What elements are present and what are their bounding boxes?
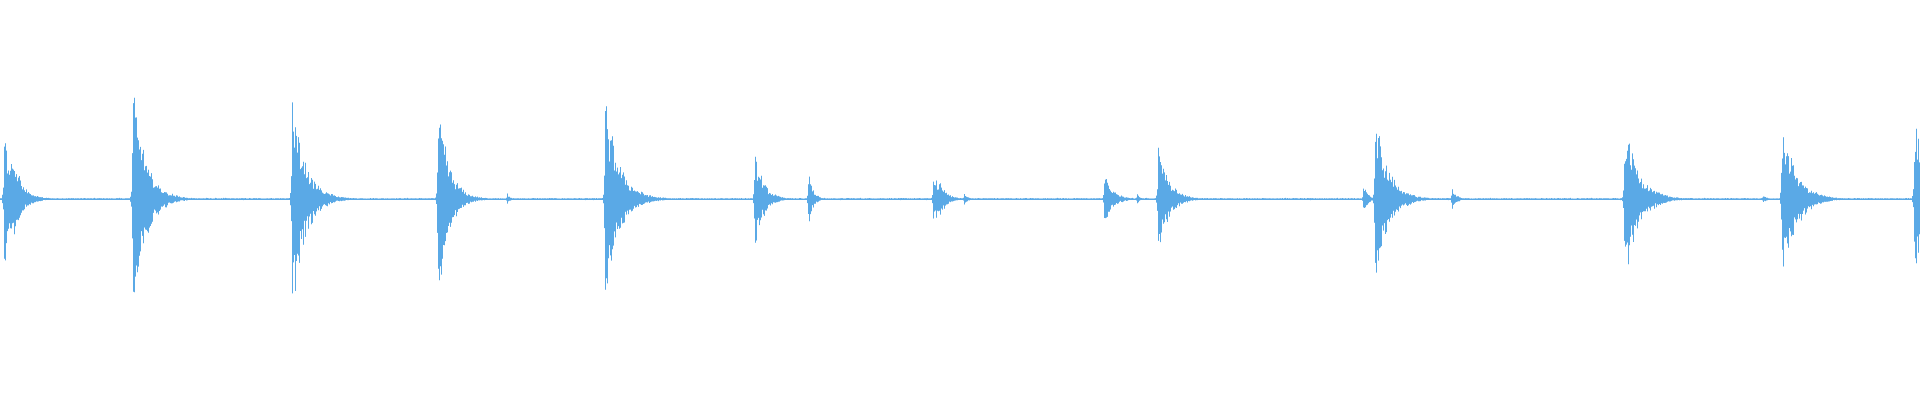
waveform-path	[0, 97, 1920, 294]
waveform-samples	[0, 97, 1920, 294]
